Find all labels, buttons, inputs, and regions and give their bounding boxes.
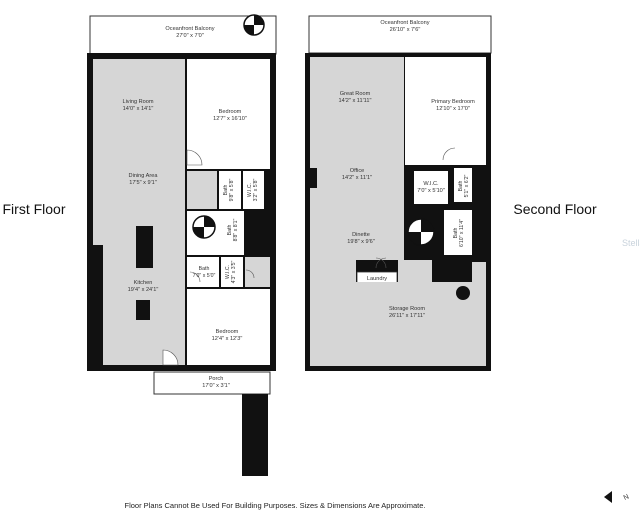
label-living-room: Living Room — [122, 99, 153, 105]
label-dinette: Dinette — [352, 232, 370, 238]
label-storage-room: Storage Room — [389, 306, 425, 312]
dims-bath-2a: 5'1" x 6'2" — [464, 175, 470, 198]
first-floor-labels: Oceanfront Balcony 27'0" x 7'0" Living R… — [122, 26, 259, 389]
label-balcony-second: Oceanfront Balcony — [380, 20, 429, 26]
disclaimer-text: Floor Plans Cannot Be Used For Building … — [125, 501, 426, 510]
label-bedroom-bottom: Bedroom — [216, 329, 239, 335]
compass-label: N — [623, 493, 631, 501]
dims-kitchen: 19'4" x 24'1" — [128, 287, 159, 293]
second-floor-title: Second Floor — [513, 201, 597, 217]
exterior-walkway — [242, 394, 268, 476]
second-floor-labels: Oceanfront Balcony 26'10" x 7'6" Great R… — [339, 20, 476, 319]
label-bath-1a: Bath — [223, 185, 229, 196]
label-bedroom-top: Bedroom — [219, 109, 242, 115]
label-bath-1c: Bath — [199, 266, 210, 272]
label-laundry: Laundry — [367, 276, 387, 282]
dims-great-room: 14'2" x 11'11" — [339, 98, 372, 104]
dims-living-room: 14'0" x 14'1" — [123, 106, 154, 112]
label-kitchen: Kitchen — [134, 280, 153, 286]
dims-bath-2b: 6'10" x 11'4" — [459, 219, 465, 247]
label-balcony-first: Oceanfront Balcony — [165, 26, 214, 32]
north-compass-icon: N — [604, 491, 630, 503]
label-bath-2a: Bath — [458, 181, 464, 192]
label-wic-1b: W.I.C. — [225, 265, 231, 279]
dims-dining-area: 17'5" x 9'1" — [129, 180, 157, 186]
label-primary-bedroom: Primary Bedroom — [431, 99, 475, 105]
dims-porch: 17'0" x 3'1" — [202, 383, 230, 389]
dims-balcony-second: 26'10" x 7'6" — [390, 27, 421, 33]
dims-wic-1a: 3'2" x 5'8" — [253, 179, 259, 202]
label-bath-1b: Bath — [227, 225, 233, 236]
dims-office: 14'2" x 11'1" — [342, 175, 372, 181]
first-floor-plan — [87, 14, 277, 476]
dims-bath-1c: 7'0" x 5'0" — [193, 273, 216, 279]
dims-wic-second: 7'0" x 5'10" — [417, 188, 445, 194]
dims-bath-1b: 8'8" x 8'1" — [233, 219, 239, 242]
dims-bedroom-top: 12'7" x 16'10" — [213, 116, 247, 122]
balcony-second — [308, 15, 492, 54]
dims-bath-1a: 9'8" x 5'8" — [229, 179, 235, 202]
label-porch: Porch — [209, 376, 224, 382]
label-dining-area: Dining Area — [129, 173, 159, 179]
label-wic-1a: W.I.C. — [247, 183, 253, 197]
label-great-room: Great Room — [340, 91, 371, 97]
watermark-text: Stellar — [622, 238, 640, 248]
label-office: Office — [350, 168, 365, 174]
dims-wic-1b: 4'3" x 3'5" — [231, 261, 237, 284]
dims-primary-bedroom: 12'10" x 17'0" — [436, 106, 470, 112]
porch-outline — [153, 371, 271, 395]
second-floor-plan — [305, 15, 492, 371]
dims-bedroom-bottom: 12'4" x 12'3" — [212, 336, 243, 342]
label-bath-2b: Bath — [453, 228, 459, 239]
dims-storage-room: 26'11" x 17'11" — [389, 313, 425, 319]
dims-dinette: 19'8" x 9'6" — [347, 239, 375, 245]
dims-balcony-first: 27'0" x 7'0" — [176, 33, 204, 39]
label-wic-second: W.I.C. — [423, 181, 439, 187]
first-floor-title: First Floor — [3, 201, 66, 217]
